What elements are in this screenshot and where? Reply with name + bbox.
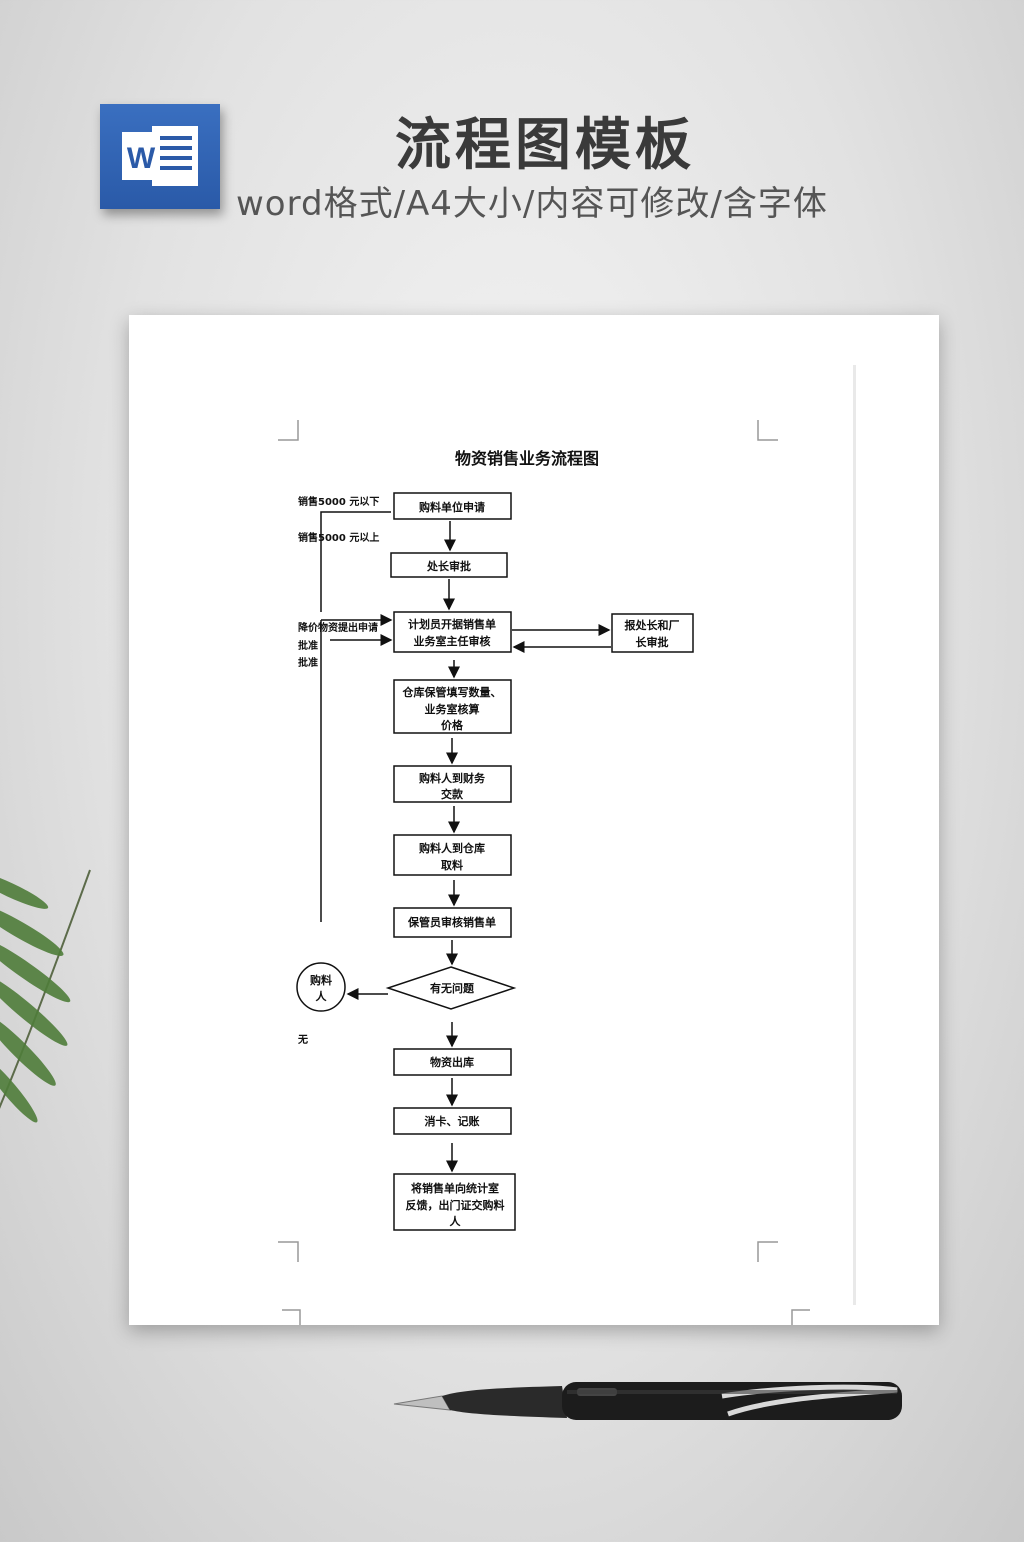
label-planner-2: 业务室主任审核: [414, 634, 491, 648]
pen-decoration-icon: [393, 1382, 902, 1420]
document-page: [129, 315, 939, 1325]
flowchart-heading: 物资销售业务流程图: [455, 449, 599, 468]
label-finance-2: 交款: [441, 787, 464, 801]
decision-diamond: [385, 966, 517, 1010]
label-planner-1: 计划员开据销售单: [408, 617, 496, 631]
label-warehouse-3: 价格: [441, 718, 464, 732]
label-outbound: 物资出库: [430, 1055, 474, 1069]
page-edge: [853, 365, 856, 1305]
box-final: [393, 1173, 516, 1231]
label-pickup-1: 购料人到仓库: [419, 841, 485, 855]
word-letter: W: [127, 142, 156, 175]
note-above-5000: 销售5000 元以上: [298, 531, 379, 544]
page-title: 流程图模板: [395, 113, 695, 178]
label-final-3: 人: [450, 1214, 462, 1228]
box-pickup: [393, 834, 512, 876]
box-keeper: [393, 907, 512, 938]
box-apply: [393, 492, 512, 520]
box-outbound: [393, 1048, 512, 1076]
word-icon: W: [100, 104, 220, 209]
note-discount-1: 降价物资提出申请: [298, 621, 378, 634]
note-none: 无: [297, 1034, 308, 1046]
box-finance: [393, 765, 512, 803]
corner-marks: [278, 420, 810, 1325]
circle-buyer: [296, 962, 346, 1012]
note-discount-3: 批准: [298, 656, 318, 669]
note-below-5000: 销售5000 元以下: [298, 495, 379, 508]
box-planner: [393, 611, 512, 653]
label-buyer-2: 人: [316, 989, 328, 1003]
label-account: 消卡、记账: [425, 1114, 480, 1128]
label-final-2: 反馈，出门证交购料: [406, 1198, 505, 1212]
label-keeper: 保管员审核销售单: [407, 915, 496, 929]
box-account: [393, 1107, 512, 1135]
box-chief: [390, 552, 508, 578]
word-document-icon: W: [122, 126, 198, 186]
box-report: [611, 613, 694, 653]
label-pickup-2: 取料: [441, 858, 463, 872]
label-report-1: 报处长和厂: [625, 618, 680, 632]
label-apply: 购料单位申请: [419, 500, 485, 514]
leaf-decoration-icon: [0, 869, 91, 1123]
label-finance-1: 购料人到财务: [419, 771, 486, 785]
note-discount-2: 批准: [298, 639, 318, 652]
label-warehouse-2: 业务室核算: [425, 702, 480, 716]
label-report-2: 长审批: [636, 635, 669, 649]
label-final-1: 将销售单向统计室: [411, 1181, 499, 1195]
label-warehouse-1: 仓库保管填写数量、: [402, 685, 502, 699]
page-subtitle: word格式/A4大小/内容可修改/含字体: [236, 184, 828, 224]
label-chief: 处长审批: [426, 559, 471, 573]
label-decision: 有无问题: [430, 981, 475, 995]
box-warehouse: [393, 679, 512, 734]
label-buyer-1: 购料: [310, 973, 332, 987]
